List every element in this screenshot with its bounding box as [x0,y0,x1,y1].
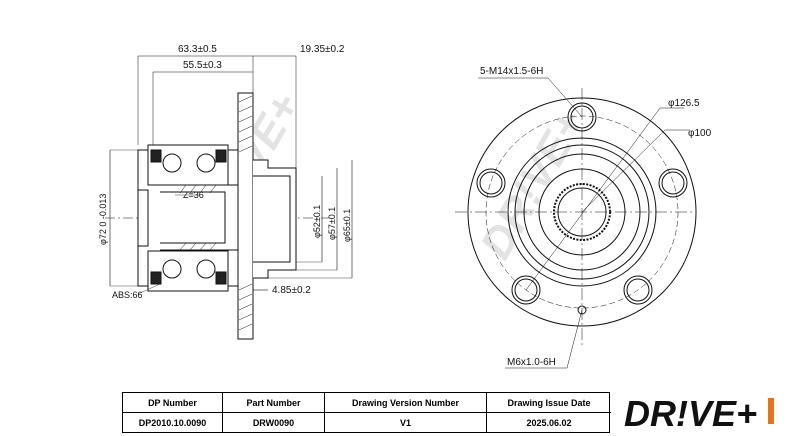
screw-label: M6x1.0-6H [507,357,556,368]
teeth-label: Z=36 [183,190,204,200]
bearing-ball [196,259,216,279]
header-drawing-version: Drawing Version Number [325,393,487,413]
dim-flange-offset: 55.5±0.3 [183,60,222,71]
bolt-hole [623,275,653,305]
pilot-label: φ100 [688,128,712,139]
spline-bore [553,183,611,241]
bolt-hole [567,102,597,132]
dim-flange-thickness: 4.85±0.2 [272,285,311,296]
dim-overall-width: 63.3±0.5 [178,44,217,55]
bolt-pitch-circle [485,115,679,309]
side-view [105,55,353,340]
dim-bearing-od: φ72 0 -0.013 [98,194,108,245]
header-part-number: Part Number [223,393,325,413]
value-dp-number: DP2010.10.0090 [123,413,223,432]
brand-logo: DR!VE+ [624,393,774,434]
bearing-ball [162,153,182,173]
flange-outline [467,97,697,327]
dim-pilot: φ57±0.1 [327,207,337,240]
logo-accent [768,398,774,424]
title-block: DP Number Part Number Drawing Version Nu… [122,392,611,433]
bolt-hole [658,168,688,198]
thread-label: 5-M14x1.5-6H [480,66,543,77]
technical-drawing: DR!VE+ DR!VE+ [98,44,712,369]
bearing-ball [162,259,182,279]
front-view [455,77,697,369]
logo-text: DR!VE+ [624,393,757,434]
abs-label: ABS:66 [112,290,143,300]
bearing-ball [196,153,216,173]
header-issue-date: Drawing Issue Date [487,393,611,413]
value-drawing-version: V1 [325,413,487,432]
value-part-number: DRW0090 [223,413,325,432]
dim-pilot-outer: φ65±0.1 [342,209,352,242]
dim-bore: φ52±0.1 [312,205,322,238]
bolt-hole [476,168,506,198]
header-dp-number: DP Number [123,393,223,413]
flange-plate [237,92,254,340]
bolt-hole [511,275,541,305]
pcd-label: φ126.5 [668,98,700,109]
screw-hole [577,305,587,315]
dim-hub-length: 19.35±0.2 [300,44,345,55]
value-issue-date: 2025.06.02 [526,417,572,428]
